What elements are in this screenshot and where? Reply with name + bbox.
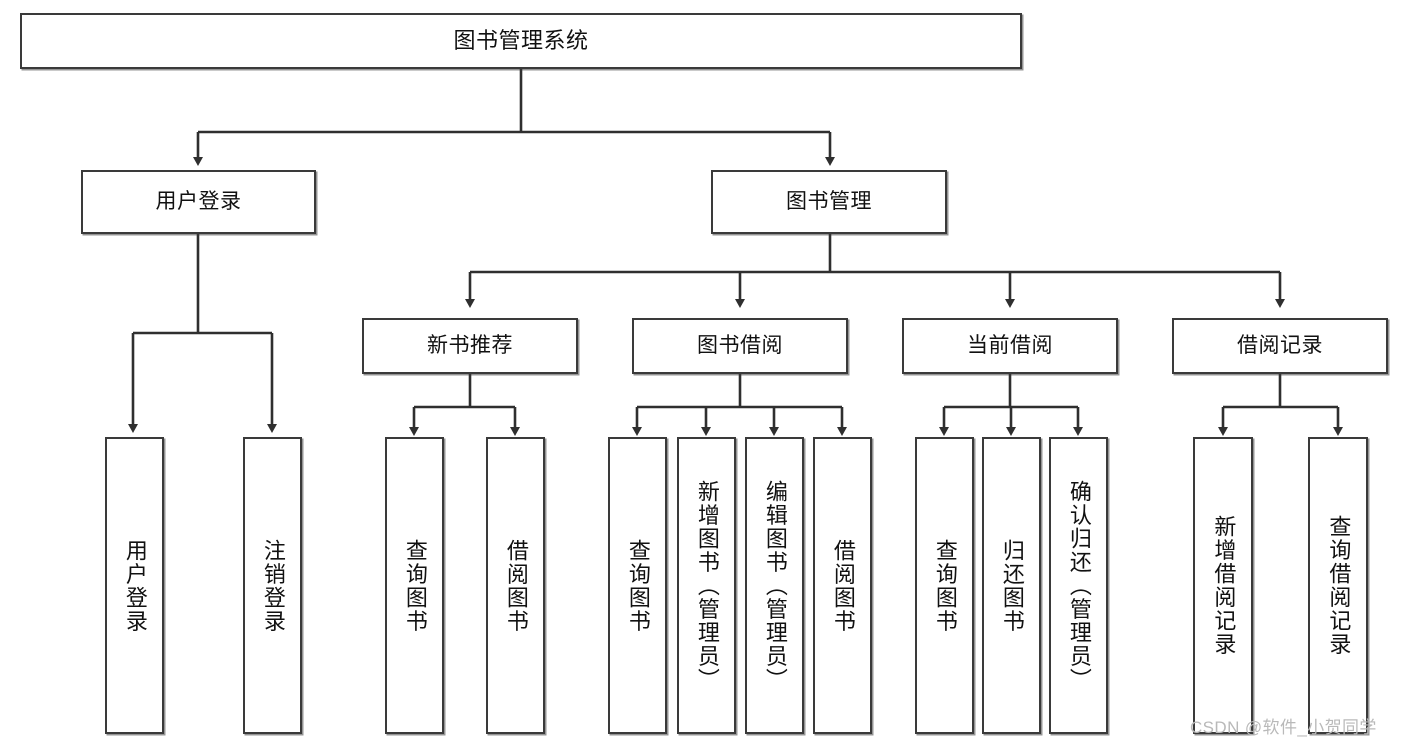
leaf-book-borrow-add-label: 新增图书（管理员）	[694, 479, 720, 692]
leaf-current-borrow-confirm-label: 确认归还（管理员）	[1066, 479, 1092, 692]
leaf-borrow-record-add-label: 新增借阅记录	[1211, 515, 1237, 656]
leaf-user-login-logout[interactable]: 注销登录	[243, 437, 302, 734]
node-book-borrow-label: 图书借阅	[697, 333, 783, 357]
node-book-borrow[interactable]: 图书借阅	[632, 318, 848, 374]
leaf-book-borrow-query[interactable]: 查询图书	[608, 437, 667, 734]
node-root-system[interactable]: 图书管理系统	[20, 13, 1022, 69]
node-new-book-recommend-label: 新书推荐	[427, 333, 513, 357]
leaf-user-login-login[interactable]: 用户登录	[105, 437, 164, 734]
node-book-manage[interactable]: 图书管理	[711, 170, 947, 234]
node-current-borrow-label: 当前借阅	[967, 333, 1053, 357]
leaf-current-borrow-confirm[interactable]: 确认归还（管理员）	[1049, 437, 1108, 734]
node-new-book-recommend[interactable]: 新书推荐	[362, 318, 578, 374]
leaf-book-borrow-query-label: 查询图书	[625, 538, 651, 633]
leaf-current-borrow-query-label: 查询图书	[932, 538, 958, 633]
leaf-current-borrow-return-label: 归还图书	[999, 538, 1025, 633]
node-user-login[interactable]: 用户登录	[81, 170, 316, 234]
leaf-borrow-record-add[interactable]: 新增借阅记录	[1193, 437, 1253, 734]
leaf-new-book-borrow-label: 借阅图书	[503, 538, 529, 633]
node-borrow-record-label: 借阅记录	[1237, 333, 1323, 357]
node-book-manage-label: 图书管理	[786, 189, 872, 213]
node-root-system-label: 图书管理系统	[453, 28, 589, 54]
node-current-borrow[interactable]: 当前借阅	[902, 318, 1118, 374]
leaf-current-borrow-query[interactable]: 查询图书	[915, 437, 974, 734]
leaf-book-borrow-edit[interactable]: 编辑图书（管理员）	[745, 437, 804, 734]
leaf-user-login-login-label: 用户登录	[122, 538, 148, 633]
csdn-watermark: CSDN @软件_小贺同学	[1190, 718, 1377, 737]
leaf-book-borrow-add[interactable]: 新增图书（管理员）	[677, 437, 736, 734]
leaf-new-book-query[interactable]: 查询图书	[385, 437, 444, 734]
leaf-book-borrow-borrow-label: 借阅图书	[830, 538, 856, 633]
leaf-new-book-borrow[interactable]: 借阅图书	[486, 437, 545, 734]
leaf-current-borrow-return[interactable]: 归还图书	[982, 437, 1041, 734]
leaf-book-borrow-edit-label: 编辑图书（管理员）	[762, 479, 788, 692]
leaf-book-borrow-borrow[interactable]: 借阅图书	[813, 437, 872, 734]
leaf-new-book-query-label: 查询图书	[402, 538, 428, 633]
leaf-borrow-record-query-label: 查询借阅记录	[1326, 515, 1352, 656]
node-user-login-label: 用户登录	[155, 189, 242, 213]
leaf-user-login-logout-label: 注销登录	[260, 538, 286, 633]
leaf-borrow-record-query[interactable]: 查询借阅记录	[1308, 437, 1368, 734]
node-borrow-record[interactable]: 借阅记录	[1172, 318, 1388, 374]
